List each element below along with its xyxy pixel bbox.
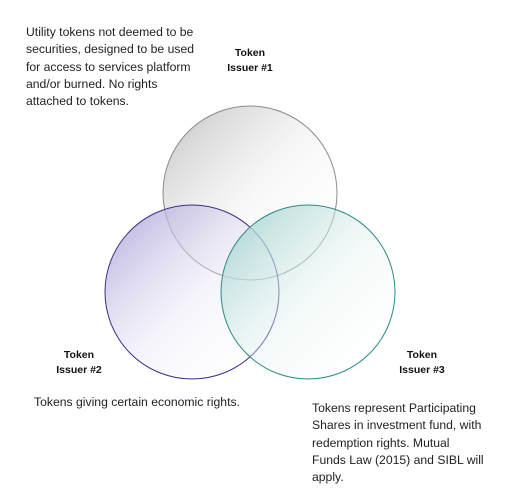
issuer-2-label-line2: Issuer #2 bbox=[56, 363, 102, 376]
issuer-3-label-line1: Token bbox=[406, 349, 438, 361]
issuer-2-label-line1: Token bbox=[63, 349, 95, 361]
issuer-1-description: Utility tokens not deemed to be securiti… bbox=[26, 25, 195, 109]
issuer-3-description: Tokens represent Participating Shares in… bbox=[312, 401, 484, 485]
issuer-3-label: Token Issuer #3 bbox=[377, 348, 467, 377]
issuer-2-label: Token Issuer #2 bbox=[34, 348, 124, 377]
issuer-1-label: Token Issuer #1 bbox=[205, 46, 295, 75]
issuer-3-label-line2: Issuer #3 bbox=[399, 363, 445, 376]
issuer-1-label-line1: Token bbox=[234, 47, 266, 59]
circle-issuer-3 bbox=[220, 204, 396, 380]
issuer-1-label-line2: Issuer #1 bbox=[227, 61, 273, 74]
issuer-2-description: Tokens giving certain economic rights. bbox=[34, 395, 240, 409]
